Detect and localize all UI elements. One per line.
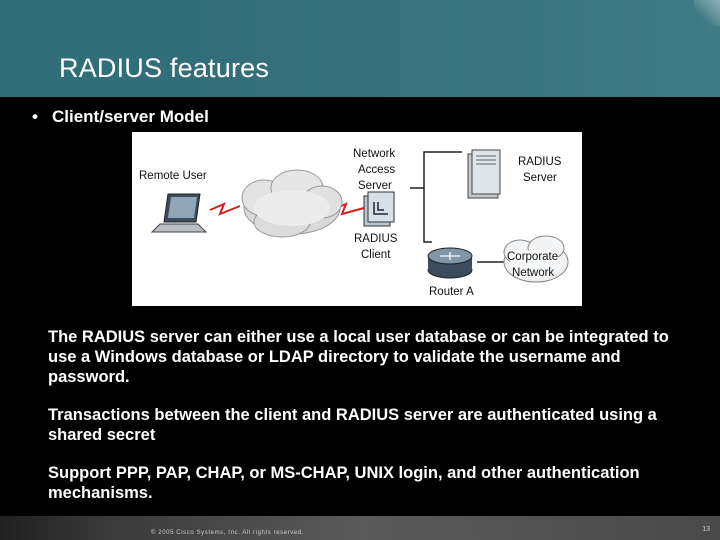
internet-cloud-icon: [241, 169, 343, 238]
radius-client-label-line2: Client: [361, 249, 391, 261]
corporate-cloud-icon: [503, 235, 569, 283]
nas-to-router-line: [423, 188, 432, 243]
title-bar-background: [0, 0, 720, 97]
user-link-icon: [209, 202, 241, 216]
laptop-icon: [150, 193, 208, 233]
radius-server-label-line1: RADIUS: [518, 156, 562, 168]
network-diagram-svg: Remote User Network Access Server RADIUS…: [139, 148, 569, 298]
access-server-icon: [363, 191, 395, 227]
nas-to-radius-server-line: [410, 151, 462, 189]
bullet-text: Client/server Model: [52, 107, 209, 126]
bullet-item: • Client/server Model: [32, 107, 209, 127]
corporate-label-line2: Network: [512, 267, 554, 279]
nas-label-line1: Network: [353, 148, 395, 160]
router-icon: [427, 247, 473, 279]
radius-server-icon: [467, 149, 501, 199]
slide-title: RADIUS features: [59, 53, 270, 83]
bullet-dot-icon: •: [32, 107, 38, 126]
paragraph-radius-database: The RADIUS server can either use a local…: [48, 328, 669, 386]
nas-label-line3: Server: [358, 180, 392, 192]
remote-user-label: Remote User: [139, 170, 207, 182]
network-diagram: Remote User Network Access Server RADIUS…: [132, 132, 582, 306]
router-label: Router A: [429, 286, 474, 298]
nas-label-line2: Access: [358, 164, 395, 176]
page-number: 13: [702, 526, 710, 533]
corporate-label-line1: Corporate: [507, 251, 558, 263]
paragraph-shared-secret: Transactions between the client and RADI…: [48, 406, 657, 444]
copyright-text: © 2005 Cisco Systems, Inc. All rights re…: [151, 530, 305, 536]
corner-ornament: [694, 0, 720, 26]
radius-client-label-line1: RADIUS: [354, 233, 398, 245]
title-bar: RADIUS features: [0, 0, 720, 97]
paragraph-supported-protocols: Support PPP, PAP, CHAP, or MS-CHAP, UNIX…: [48, 464, 640, 502]
radius-server-label-line2: Server: [523, 172, 557, 184]
footer-bar: [0, 516, 720, 540]
